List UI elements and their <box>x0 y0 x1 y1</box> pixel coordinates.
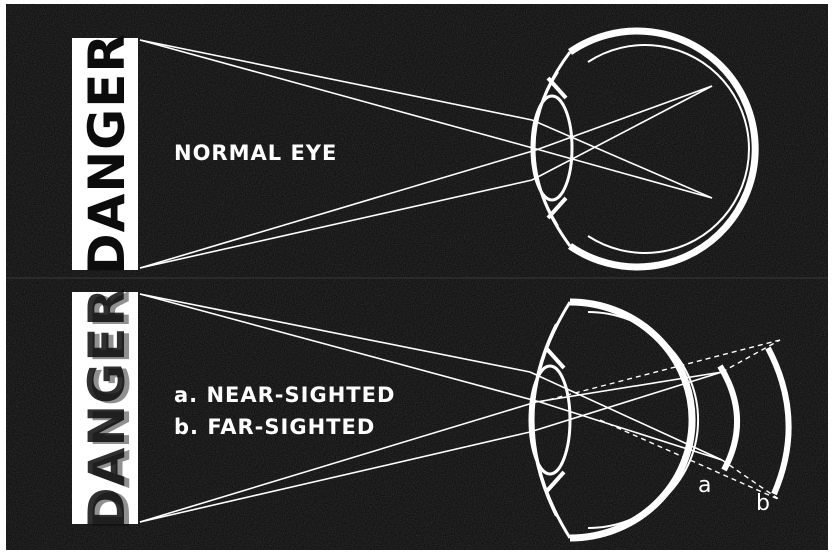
danger-sign-top-text: DANGER <box>78 33 136 275</box>
danger-sign-top: DANGER <box>72 33 138 275</box>
danger-sign-bottom: DANGER DANGER <box>72 287 141 531</box>
danger-sign-bottom-blur: DANGER <box>83 289 141 531</box>
near-sighted-label: a. NEAR-SIGHTED <box>174 383 395 407</box>
far-sighted-label: b. FAR-SIGHTED <box>174 415 375 439</box>
retina-b-label: b <box>756 491 770 516</box>
retina-a-label: a <box>698 473 711 498</box>
normal-eye-label: NORMAL EYE <box>174 141 337 165</box>
